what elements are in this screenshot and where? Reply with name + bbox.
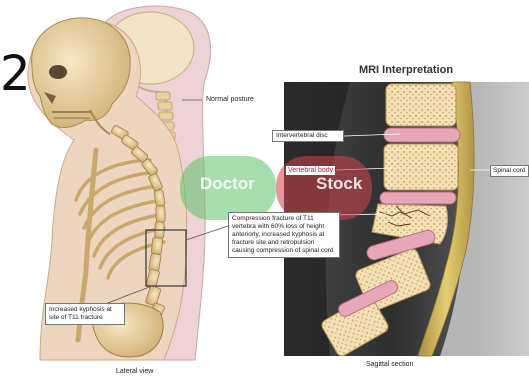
- kyphosis-label: Increased kyphosis at site of T11 fractu…: [45, 303, 125, 325]
- lateral-view-caption: Lateral view: [116, 368, 153, 375]
- fracture-description: Compression fracture of T11 vertebra wit…: [228, 212, 340, 258]
- intervertebral-disc-label: Intervertebral disc: [272, 130, 344, 142]
- corner-numeral: 2: [0, 50, 31, 98]
- mri-title: MRI Interpretation: [316, 64, 496, 76]
- sagittal-section-caption: Sagittal section: [366, 361, 413, 368]
- watermark-right-text: Stock: [316, 174, 362, 194]
- watermark-left-text: Doctor: [200, 174, 255, 194]
- spinal-cord-label: Spinal cord: [490, 165, 529, 177]
- normal-posture-label: Normal posture: [206, 96, 254, 104]
